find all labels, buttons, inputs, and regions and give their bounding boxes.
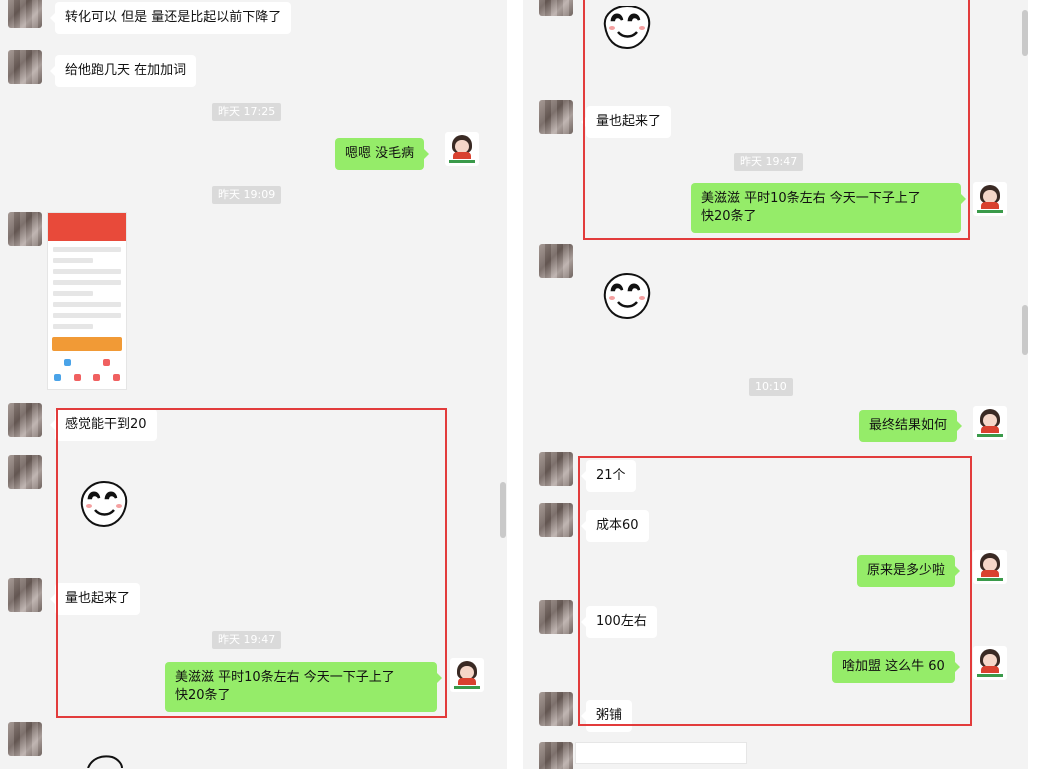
message-line: 快20条了 bbox=[701, 209, 757, 224]
scrollbar-thumb[interactable] bbox=[500, 482, 506, 538]
contact-avatar[interactable] bbox=[8, 50, 42, 84]
message-bubble-incoming: 成本60 bbox=[581, 510, 649, 542]
self-avatar[interactable] bbox=[973, 646, 1007, 680]
contact-avatar[interactable] bbox=[8, 0, 42, 28]
contact-avatar[interactable] bbox=[8, 455, 42, 489]
contact-avatar[interactable] bbox=[8, 403, 42, 437]
screenshot-header bbox=[48, 213, 126, 241]
contact-avatar[interactable] bbox=[8, 722, 42, 756]
contact-avatar[interactable] bbox=[539, 244, 573, 278]
contact-avatar[interactable] bbox=[539, 452, 573, 486]
message-bubble-incoming: 100左右 bbox=[581, 606, 657, 638]
message-input-partial[interactable] bbox=[575, 742, 747, 764]
message-bubble-outgoing: 美滋滋 平时10条左右 今天一下子上了 快20条了 bbox=[165, 662, 442, 712]
contact-avatar[interactable] bbox=[539, 100, 573, 134]
highlight-box bbox=[578, 456, 972, 726]
self-avatar[interactable] bbox=[450, 658, 484, 692]
contact-avatar[interactable] bbox=[539, 0, 573, 16]
contact-avatar[interactable] bbox=[8, 212, 42, 246]
message-bubble-incoming: 粥铺 bbox=[580, 700, 633, 732]
message-line: 快20条了 bbox=[175, 688, 231, 703]
contact-avatar[interactable] bbox=[8, 578, 42, 612]
highlight-box bbox=[583, 0, 970, 240]
chat-panel-left: 转化可以 但是 量还是比起以前下降了 给他跑几天 在加加词 昨天 17:25 嗯… bbox=[0, 0, 507, 769]
message-bubble-incoming: 量也起来了 bbox=[49, 583, 141, 615]
message-bubble-incoming: 感觉能干到20 bbox=[50, 409, 157, 441]
self-avatar[interactable] bbox=[445, 132, 479, 166]
message-line: 美滋滋 平时10条左右 今天一下子上了 bbox=[175, 670, 395, 685]
message-bubble-incoming: 转化可以 但是 量还是比起以前下降了 bbox=[49, 2, 292, 34]
self-avatar[interactable] bbox=[973, 182, 1007, 216]
timestamp: 10:10 bbox=[749, 378, 793, 396]
scrollbar-thumb[interactable] bbox=[1022, 10, 1028, 56]
chat-panel-right: 量也起来了 昨天 19:47 美滋滋 平时10条左右 今天一下子上了 快20条了… bbox=[523, 0, 1028, 769]
self-avatar[interactable] bbox=[973, 406, 1007, 440]
image-message-screenshot[interactable] bbox=[47, 212, 127, 390]
message-bubble-outgoing: 原来是多少啦 bbox=[857, 555, 961, 587]
scrollbar-thumb[interactable] bbox=[1022, 305, 1028, 355]
message-bubble-outgoing: 嗯嗯 没毛病 bbox=[335, 138, 430, 170]
smiley-sticker[interactable] bbox=[76, 480, 132, 528]
self-avatar[interactable] bbox=[973, 550, 1007, 584]
timestamp: 昨天 19:47 bbox=[734, 153, 804, 171]
contact-avatar[interactable] bbox=[539, 600, 573, 634]
message-bubble-incoming: 21个 bbox=[581, 460, 636, 492]
contact-avatar[interactable] bbox=[539, 692, 573, 726]
highlight-box bbox=[56, 408, 447, 718]
timestamp: 昨天 17:25 bbox=[212, 103, 282, 121]
timestamp: 昨天 19:09 bbox=[212, 186, 282, 204]
contact-avatar[interactable] bbox=[539, 742, 573, 769]
message-bubble-outgoing: 最终结果如何 bbox=[859, 410, 963, 442]
message-bubble-outgoing: 啥加盟 这么牛 60 bbox=[832, 651, 960, 683]
smiley-sticker[interactable] bbox=[599, 6, 655, 50]
message-line: 美滋滋 平时10条左右 今天一下子上了 bbox=[701, 191, 921, 206]
message-bubble-incoming: 给他跑几天 在加加词 bbox=[49, 55, 197, 87]
contact-avatar[interactable] bbox=[539, 503, 573, 537]
smiley-sticker[interactable] bbox=[599, 272, 655, 320]
smiley-sticker-partial[interactable] bbox=[84, 754, 124, 768]
message-bubble-outgoing: 美滋滋 平时10条左右 今天一下子上了 快20条了 bbox=[691, 183, 966, 233]
message-bubble-incoming: 量也起来了 bbox=[580, 106, 672, 138]
timestamp: 昨天 19:47 bbox=[212, 631, 282, 649]
